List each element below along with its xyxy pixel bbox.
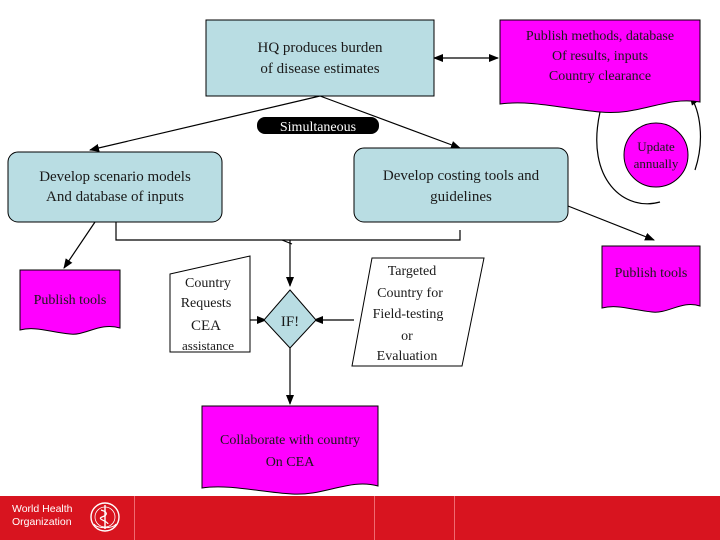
edge-bracket-left-tick <box>281 239 293 245</box>
edge-scenario-models-publish-tools-left <box>63 221 96 269</box>
edge-update-annually-loop <box>596 111 661 205</box>
edge-update-annually-return <box>689 95 701 171</box>
node-country-requests: Country Requests CEA assistance <box>169 255 251 353</box>
node-hq-line-2: of disease estimates <box>260 61 379 77</box>
edge-hq-costing-tools <box>319 95 461 149</box>
node-publish-tools-right: Publish tools <box>601 245 701 313</box>
node-targeted-country-line-5: Evaluation <box>377 349 438 364</box>
node-hq-line-1: HQ produces burden <box>258 40 383 56</box>
node-targeted-country-line-2: Country for <box>377 286 443 301</box>
footer-divider <box>134 496 135 540</box>
bracket-connector <box>115 222 461 241</box>
edge-costing-tools-publish-tools-right <box>567 205 655 241</box>
node-costing-tools-line-2: guidelines <box>430 189 492 205</box>
node-publish-tools-left-text: Publish tools <box>34 293 107 308</box>
node-collaborate-line-1: Collaborate with country <box>220 433 360 448</box>
node-country-requests-line-4: assistance <box>182 338 234 353</box>
node-if-decision: IF! <box>263 289 317 349</box>
node-costing-tools-line-1: Develop costing tools and <box>383 168 540 184</box>
node-if-decision-text: IF! <box>281 314 299 330</box>
node-scenario-models-line-2: And database of inputs <box>46 189 184 205</box>
node-publish-methods-line-2: Of results, inputs <box>552 49 648 64</box>
node-country-requests-line-2: Requests <box>181 296 232 311</box>
node-country-requests-line-1: Country <box>185 276 231 291</box>
node-update-annually-line-2: annually <box>634 156 679 171</box>
node-publish-methods-line-3: Country clearance <box>549 69 651 84</box>
node-publish-tools-right-text: Publish tools <box>615 266 688 281</box>
node-targeted-country: Targeted Country for Field-testing or Ev… <box>351 257 485 367</box>
who-organization-name: World Health Organization <box>12 503 73 528</box>
footer-bar <box>0 496 720 540</box>
edge-hq-scenario-models <box>89 95 321 152</box>
node-hq: HQ produces burden of disease estimates <box>205 19 435 97</box>
node-collaborate: Collaborate with country On CEA <box>201 405 379 495</box>
node-simultaneous-text: Simultaneous <box>280 120 356 135</box>
footer-divider <box>454 496 455 540</box>
footer-divider <box>374 496 375 540</box>
node-collaborate-line-2: On CEA <box>266 455 316 470</box>
node-targeted-country-line-1: Targeted <box>388 264 437 279</box>
node-targeted-country-line-3: Field-testing <box>373 307 444 322</box>
node-publish-methods-line-1: Publish methods, database <box>526 29 674 44</box>
node-update-annually: Update annually <box>623 122 689 188</box>
who-emblem-icon <box>90 502 120 532</box>
node-publish-tools-left: Publish tools <box>19 269 121 335</box>
node-scenario-models: Develop scenario models And database of … <box>7 151 223 223</box>
node-simultaneous: Simultaneous <box>257 117 379 135</box>
node-targeted-country-line-4: or <box>401 329 413 344</box>
node-update-annually-line-1: Update <box>637 139 675 154</box>
node-scenario-models-line-1: Develop scenario models <box>39 169 191 185</box>
node-costing-tools: Develop costing tools and guidelines <box>353 147 569 223</box>
node-publish-methods: Publish methods, database Of results, in… <box>499 19 701 114</box>
node-country-requests-line-3: CEA <box>191 318 221 334</box>
